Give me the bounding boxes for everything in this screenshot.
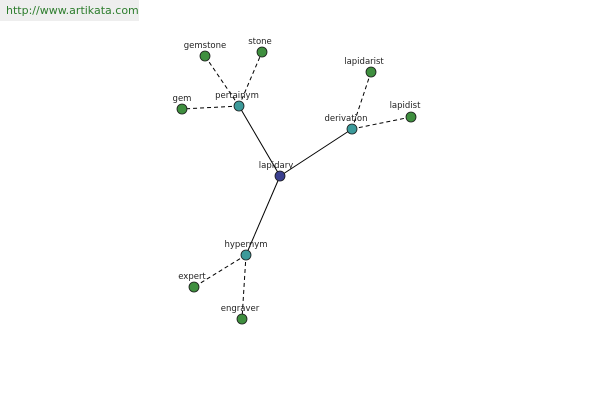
node-lapidary-label[interactable]: lapidary	[259, 161, 293, 171]
node-engraver-dot[interactable]	[236, 313, 248, 325]
edge-lapidary-pertainym	[238, 105, 281, 177]
nodes-layer: lapidarypertainymderivationhypernymgemst…	[173, 37, 422, 325]
node-gem-dot[interactable]	[176, 103, 188, 115]
node-lapidary[interactable]: lapidary	[259, 161, 293, 182]
node-lapidarist-dot[interactable]	[365, 66, 377, 78]
node-hypernym-label[interactable]: hypernym	[224, 240, 267, 250]
edge-derivation-lapidist	[351, 116, 412, 130]
node-pertainym-label[interactable]: pertainym	[215, 91, 259, 101]
node-gemstone-label[interactable]: gemstone	[184, 41, 226, 51]
node-lapidist-dot[interactable]	[405, 111, 417, 123]
edge-lapidary-derivation	[279, 128, 353, 177]
node-stone-dot[interactable]	[256, 46, 268, 58]
node-derivation[interactable]: derivation	[324, 114, 368, 135]
edge-pertainym-gem	[181, 105, 240, 110]
node-expert-label[interactable]: expert	[178, 272, 206, 282]
node-hypernym[interactable]: hypernym	[224, 240, 268, 261]
node-expert[interactable]: expert	[178, 272, 206, 293]
edge-derivation-lapidarist	[351, 71, 372, 130]
node-engraver-label[interactable]: engraver	[221, 304, 260, 314]
node-lapidarist[interactable]: lapidarist	[344, 57, 384, 78]
node-gem-label[interactable]: gem	[173, 94, 192, 104]
edges-layer	[181, 51, 412, 320]
site-url-banner[interactable]: http://www.artikata.com	[0, 0, 139, 21]
node-gemstone[interactable]: gemstone	[184, 41, 226, 62]
node-lapidist[interactable]: lapidist	[390, 101, 422, 123]
edge-pertainym-stone	[238, 51, 263, 107]
node-stone-label[interactable]: stone	[248, 37, 272, 47]
edge-hypernym-engraver	[241, 254, 247, 320]
node-hypernym-dot[interactable]	[240, 249, 252, 261]
node-expert-dot[interactable]	[188, 281, 200, 293]
node-lapidary-dot[interactable]	[274, 170, 286, 182]
node-stone[interactable]: stone	[248, 37, 272, 58]
node-derivation-label[interactable]: derivation	[324, 114, 367, 124]
node-pertainym-dot[interactable]	[233, 100, 245, 112]
node-gem[interactable]: gem	[173, 94, 192, 115]
edge-pertainym-gemstone	[204, 55, 240, 107]
node-lapidarist-label[interactable]: lapidarist	[344, 57, 384, 67]
node-lapidist-label[interactable]: lapidist	[390, 101, 422, 111]
node-gemstone-dot[interactable]	[199, 50, 211, 62]
node-pertainym[interactable]: pertainym	[215, 91, 259, 112]
node-derivation-dot[interactable]	[346, 123, 358, 135]
edge-hypernym-expert	[193, 254, 247, 288]
node-engraver[interactable]: engraver	[221, 304, 260, 325]
edge-lapidary-hypernym	[245, 175, 281, 256]
